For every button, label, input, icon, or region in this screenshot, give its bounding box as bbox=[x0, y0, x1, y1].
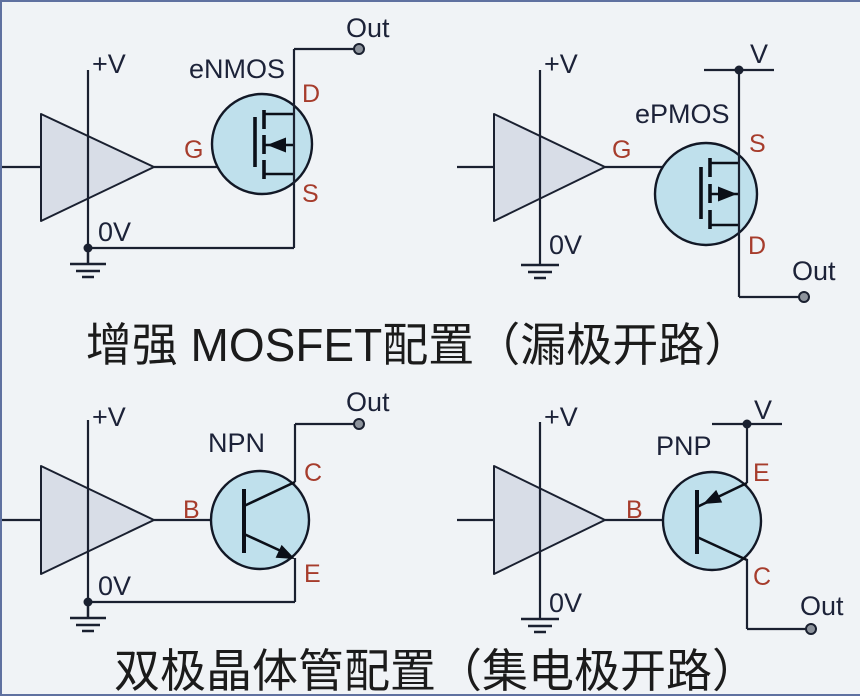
collector-label: C bbox=[753, 563, 771, 591]
mosfet-caption: 增强 MOSFET配置（漏极开路） bbox=[86, 319, 750, 371]
out-label: Out bbox=[792, 256, 836, 286]
pnp-circuit: +V 0V PNP B V E C Out bbox=[457, 395, 844, 635]
ground-symbol bbox=[70, 602, 106, 633]
out-terminal bbox=[353, 43, 365, 55]
zero-v-label: 0V bbox=[98, 571, 131, 601]
drain-label: D bbox=[302, 80, 320, 108]
transistor-body bbox=[209, 469, 311, 571]
base-label: B bbox=[626, 496, 643, 524]
collector-diagonal bbox=[243, 480, 296, 508]
epmos-circuit: +V 0V ePMOS G V S D Out bbox=[457, 39, 836, 303]
npn-circuit: +V 0V NPN B C E Out bbox=[2, 387, 390, 633]
out-terminal bbox=[798, 291, 810, 303]
body-arrow bbox=[718, 186, 737, 202]
ground-symbol bbox=[521, 617, 559, 634]
device-label: PNP bbox=[656, 431, 712, 461]
base-label: B bbox=[183, 496, 200, 524]
gate-label: G bbox=[612, 136, 631, 164]
junction-dot bbox=[734, 65, 744, 75]
emitter-arrow bbox=[275, 544, 295, 559]
emitter-label: E bbox=[304, 560, 321, 588]
out-label: Out bbox=[800, 591, 844, 621]
opamp-triangle bbox=[493, 113, 606, 222]
junction-dot bbox=[742, 419, 752, 429]
source-label: S bbox=[749, 130, 766, 158]
plus-v-label: +V bbox=[544, 49, 578, 79]
device-label: NPN bbox=[208, 428, 265, 458]
drain-label: D bbox=[748, 232, 766, 260]
emitter-label: E bbox=[753, 459, 770, 487]
emitter-arrow bbox=[703, 489, 723, 504]
plus-v-label: +V bbox=[92, 49, 126, 79]
zero-v-label: 0V bbox=[549, 230, 582, 260]
ground-symbol bbox=[70, 248, 106, 279]
plus-v-label: +V bbox=[92, 402, 126, 432]
transistor-body bbox=[210, 92, 314, 196]
source-label: S bbox=[302, 180, 319, 208]
out-label: Out bbox=[346, 387, 390, 417]
zero-v-label: 0V bbox=[98, 217, 131, 247]
emitter-diagonal bbox=[243, 532, 282, 553]
plus-v-label: +V bbox=[544, 402, 578, 432]
collector-label: C bbox=[304, 459, 322, 487]
opamp-triangle bbox=[493, 465, 606, 575]
device-label: eNMOS bbox=[189, 54, 285, 84]
body-arrow bbox=[267, 137, 286, 153]
v-rail-label: V bbox=[754, 395, 772, 425]
opamp-triangle bbox=[40, 465, 155, 575]
out-terminal bbox=[353, 418, 365, 430]
opamp-triangle bbox=[40, 113, 155, 222]
ground-symbol bbox=[521, 263, 559, 280]
out-terminal bbox=[805, 623, 817, 635]
out-label: Out bbox=[346, 13, 390, 43]
zero-v-label: 0V bbox=[549, 588, 582, 618]
v-rail-label: V bbox=[750, 39, 768, 69]
gate-label: G bbox=[184, 136, 203, 164]
device-label: ePMOS bbox=[635, 99, 730, 129]
bjt-caption: 双极晶体管配置（集电极开路） bbox=[114, 645, 758, 694]
transistor-body bbox=[661, 470, 763, 572]
collector-diagonal bbox=[696, 535, 748, 562]
enmos-circuit: +V 0V eNMOS G D S Out bbox=[2, 13, 390, 279]
transistor-body bbox=[653, 141, 759, 247]
